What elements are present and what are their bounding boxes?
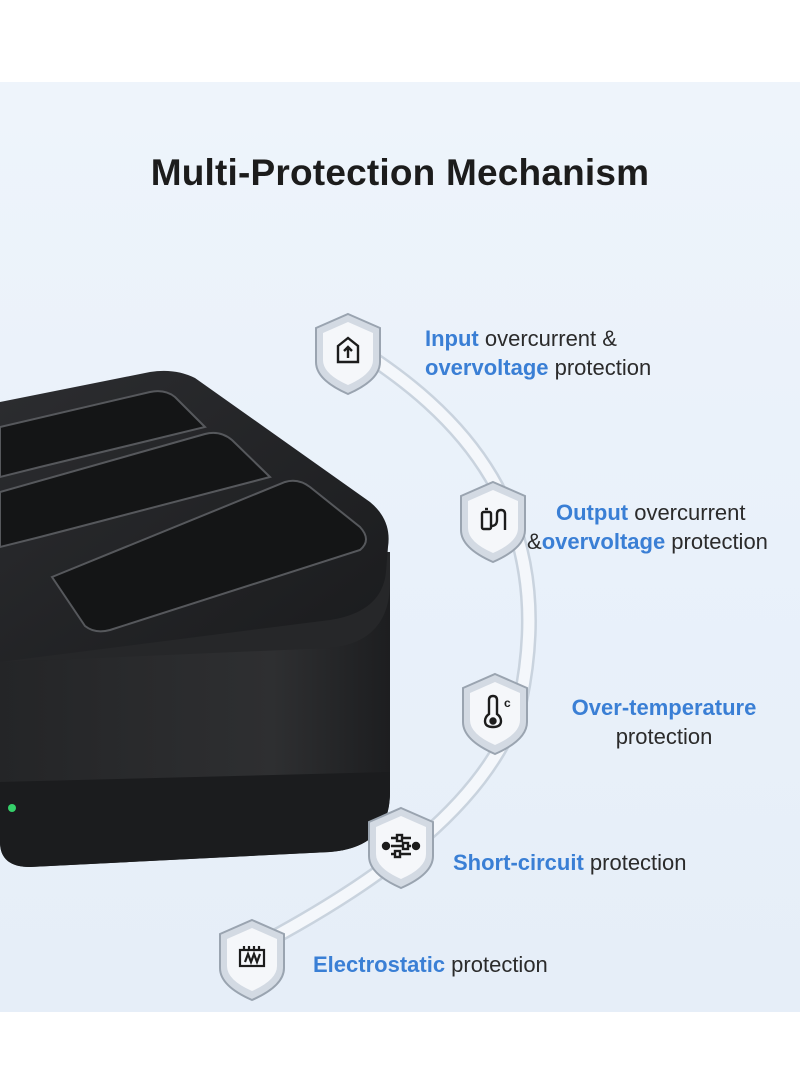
feature-text: protection xyxy=(583,850,687,875)
feature-highlight: overvoltage xyxy=(541,529,666,554)
feature-text: protection xyxy=(665,529,768,554)
feature-highlight: Input xyxy=(425,326,479,351)
feature-temperature: Over-temperature protection xyxy=(555,693,773,751)
page-title: Multi-Protection Mechanism xyxy=(150,152,650,193)
celsius-badge: c xyxy=(504,696,511,710)
charger-body xyxy=(0,370,390,867)
feature-highlight: overvoltage xyxy=(425,355,549,380)
feature-highlight: Over-temperature xyxy=(571,695,757,720)
feature-short-circuit: Short-circuit protection xyxy=(453,848,687,877)
status-led xyxy=(8,804,16,812)
shield-short xyxy=(368,806,434,890)
shield-esd xyxy=(219,918,285,1002)
feature-text: protection xyxy=(548,355,652,380)
static-chip-icon xyxy=(238,946,266,968)
circuit-icon xyxy=(381,833,421,859)
shield-temp: c xyxy=(462,672,528,756)
feature-text: protection xyxy=(445,952,548,977)
feature-electrostatic: Electrostatic protection xyxy=(313,950,548,979)
arrow-up-box-icon xyxy=(336,336,360,364)
battery-plug-icon xyxy=(480,507,507,531)
product-banner: Multi-Protection Mechanism xyxy=(0,82,800,1012)
feature-text: & xyxy=(527,529,542,554)
charger-illustration: c xyxy=(0,312,537,1002)
feature-text: overcurrent xyxy=(628,500,746,525)
thermometer-icon xyxy=(483,694,503,729)
feature-highlight: Electrostatic xyxy=(313,952,446,977)
feature-input: Input overcurrent & overvoltage protecti… xyxy=(425,324,651,382)
feature-highlight: Output xyxy=(556,500,629,525)
feature-text: overcurrent & xyxy=(478,326,617,351)
shield-input xyxy=(315,312,381,396)
shield-output xyxy=(460,480,526,564)
feature-highlight: Short-circuit xyxy=(453,850,584,875)
feature-text: protection xyxy=(615,724,713,749)
feature-output: Output overcurrent &overvoltage protecti… xyxy=(527,498,768,556)
